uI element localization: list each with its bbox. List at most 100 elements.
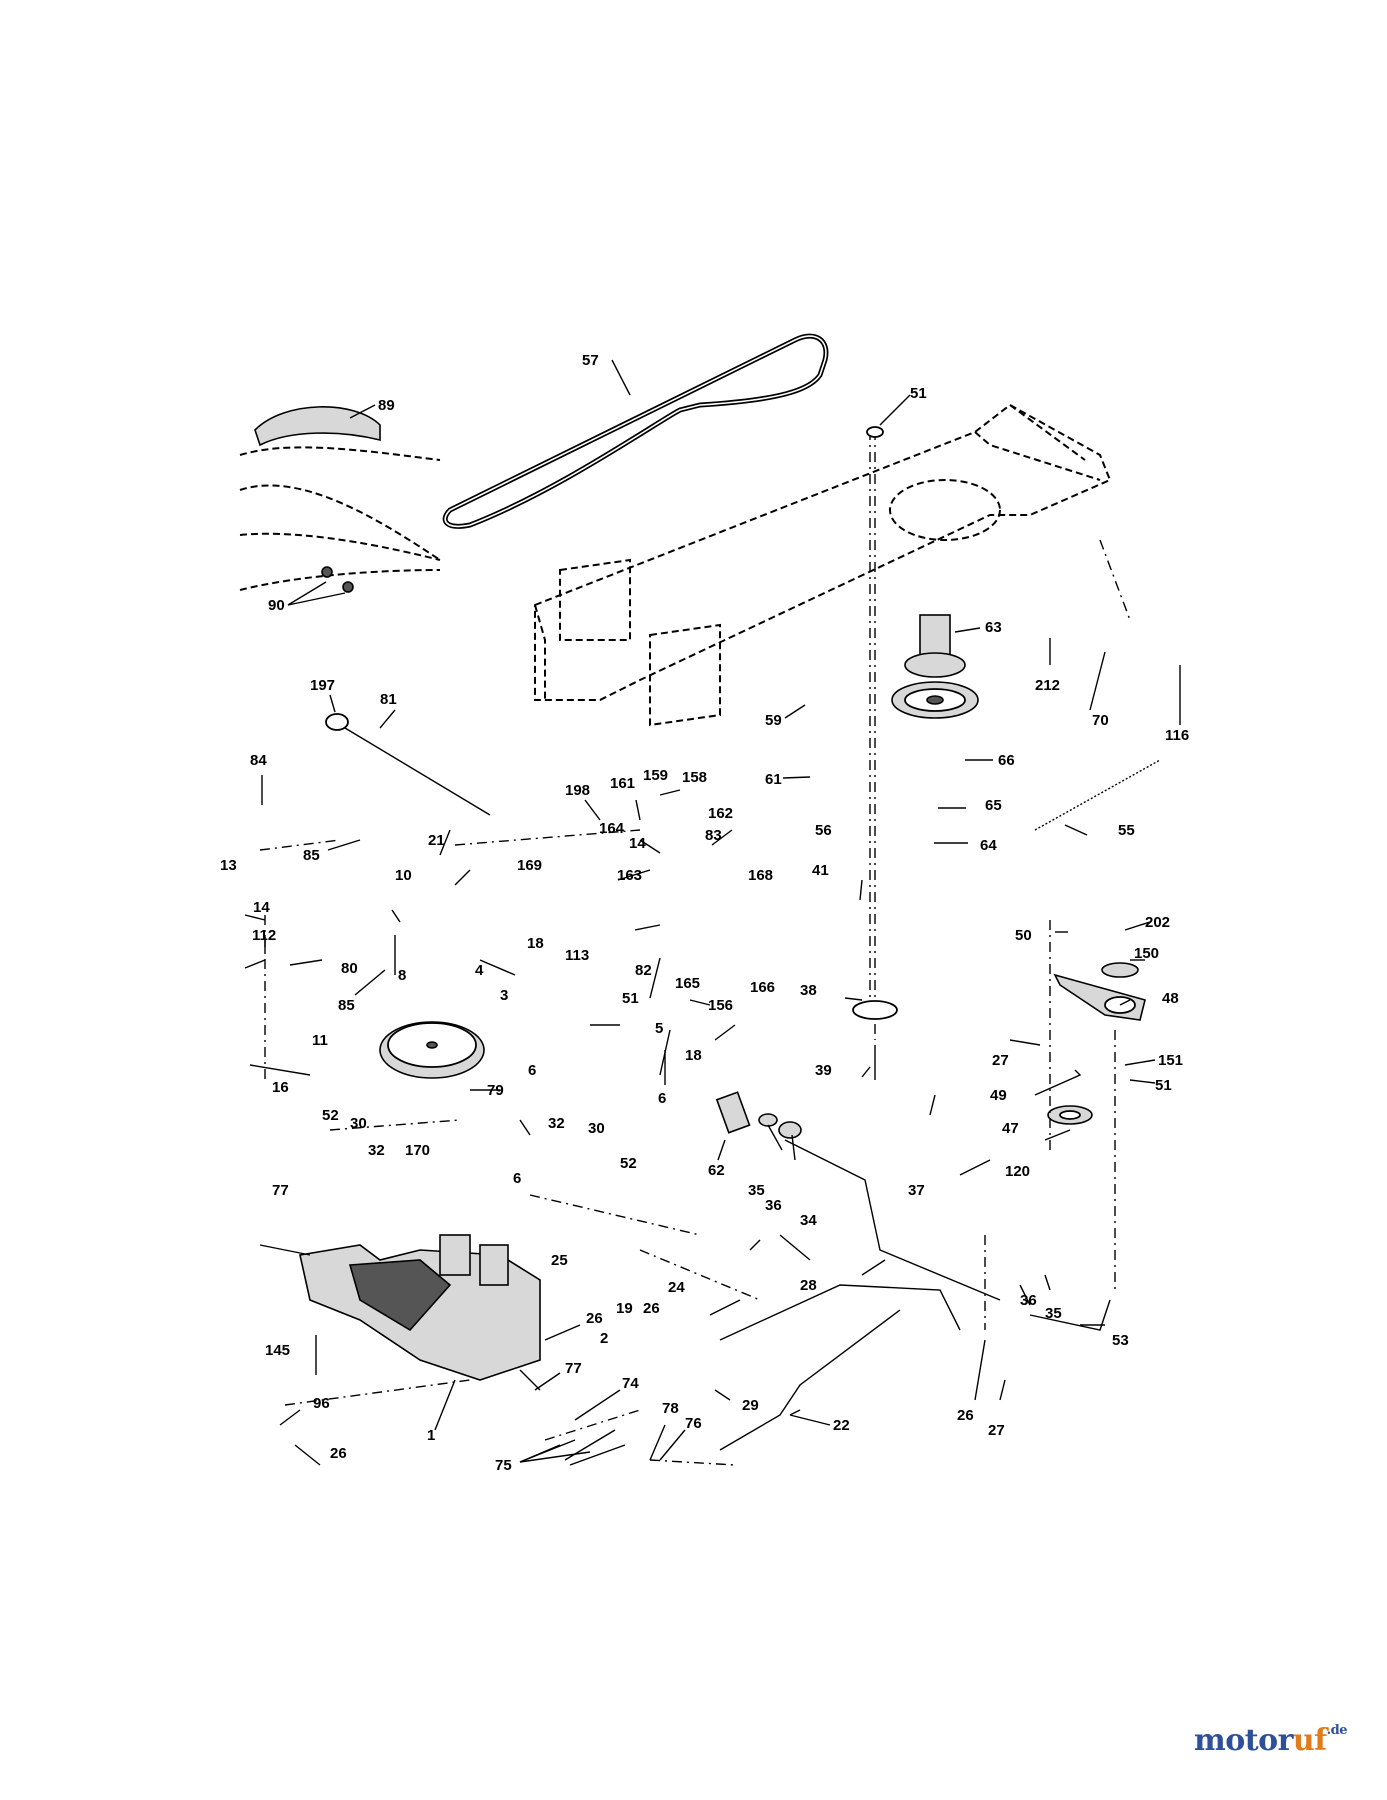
callout: 151 [1158,1052,1183,1069]
callout: 166 [750,979,775,996]
callout: 145 [265,1342,290,1359]
callout: 197 [310,677,335,694]
callout: 76 [685,1415,702,1432]
callout: 51 [622,990,639,1007]
callout: 162 [708,805,733,822]
callout: 198 [565,782,590,799]
callout: 74 [622,1375,639,1392]
callout: 84 [250,752,267,769]
callout: 56 [815,822,832,839]
callout: 32 [548,1115,565,1132]
callout: 13 [220,857,237,874]
callout: 50 [1015,927,1032,944]
callout: 75 [495,1457,512,1474]
callout: 52 [322,1107,339,1124]
callout: 82 [635,962,652,979]
callout: 112 [252,927,276,944]
callout: 85 [338,997,355,1014]
callout: 90 [268,597,285,614]
callout: 170 [405,1142,430,1159]
callout: 48 [1162,990,1179,1007]
idler-assembly [852,962,1146,1290]
callout: 10 [395,867,412,884]
callout: 16 [272,1079,289,1096]
callout: 79 [487,1082,504,1099]
callout: 52 [620,1155,637,1172]
callout: 164 [599,820,625,837]
callout: 8 [398,967,406,984]
callout: 30 [588,1120,605,1137]
callout: 51 [910,385,927,402]
callout: 64 [980,837,997,854]
callout: 21 [428,832,445,849]
callout: 120 [1005,1163,1030,1180]
callout: 24 [668,1279,685,1296]
callout: 39 [815,1062,832,1079]
callout: 6 [513,1170,521,1187]
watermark-tld: .de [1326,1723,1348,1738]
callout: 77 [272,1182,289,1199]
callout: 19 [616,1300,633,1317]
callout: 38 [800,982,817,999]
callout: 89 [378,397,395,414]
watermark-brand-a: motor [1193,1723,1293,1758]
callout: 25 [551,1252,568,1269]
callout: 27 [988,1422,1005,1439]
callout: 37 [908,1182,925,1199]
callout: 158 [682,769,707,786]
callout: 2 [600,1330,608,1347]
callout: 161 [610,775,635,792]
callout: 27 [992,1052,1009,1069]
callout: 18 [527,935,544,952]
callout: 29 [742,1397,759,1414]
callout: 14 [629,835,646,852]
callout: 55 [1118,822,1135,839]
callout: 159 [643,767,668,784]
callout: 63 [985,619,1002,636]
chassis-frame [534,403,1131,1000]
callout: 212 [1035,677,1060,694]
callout: 163 [617,867,642,884]
callout: 66 [998,752,1015,769]
callout: 4 [475,962,484,979]
callout: 113 [565,947,589,964]
callout: 1 [427,1427,435,1444]
callout: 77 [565,1360,582,1377]
callout: 35 [748,1182,765,1199]
callout: 22 [833,1417,850,1434]
callout: 36 [1020,1292,1037,1309]
callout: 150 [1134,945,1159,962]
callout: 35 [1045,1305,1062,1322]
transmission [259,1234,541,1391]
callout: 65 [985,797,1002,814]
callout: 34 [800,1212,817,1229]
callout: 80 [341,960,358,977]
drag-links [715,1091,1111,1451]
callout: 28 [800,1277,817,1294]
callout: 5 [655,1020,663,1037]
shift-rod [325,713,491,816]
callout: 81 [380,691,397,708]
watermark-brand-b: uf [1292,1723,1327,1758]
callout: 59 [765,712,782,729]
tension-spring [1034,759,1161,831]
callout: 14 [253,899,270,916]
callout: 83 [705,827,722,844]
callout: 6 [528,1062,536,1079]
motoruf-watermark: motoruf.de [1193,1723,1348,1758]
callout: 41 [812,862,829,879]
drive-belt [442,333,829,529]
callout: 11 [312,1032,328,1049]
callout: 30 [350,1115,367,1132]
callout: 49 [990,1087,1007,1104]
drive-pulley [379,1021,485,1079]
callout: 26 [957,1407,974,1424]
callout: 70 [1092,712,1109,729]
callout: 57 [582,352,599,369]
fender-outline [239,406,441,593]
leader-lines [244,359,1181,1466]
callout: 36 [765,1197,782,1214]
callout: 61 [765,771,782,788]
callout: 47 [1002,1120,1019,1137]
